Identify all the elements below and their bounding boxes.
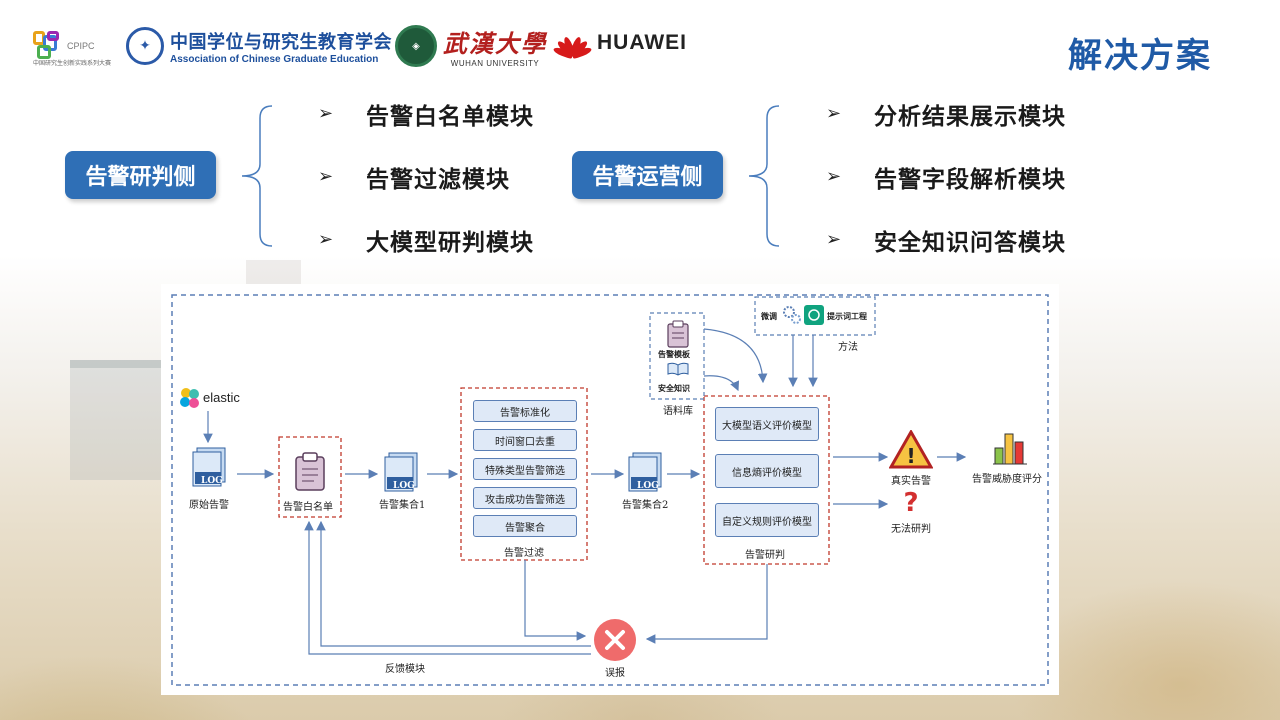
huawei-petals-icon: [552, 28, 593, 60]
set2-label: 告警集合2: [622, 500, 669, 511]
list-item: ➢ 大模型研判模块: [318, 208, 534, 271]
arrow-bullet-icon: ➢: [826, 103, 842, 124]
left-module-list: ➢ 告警白名单模块 ➢ 告警过滤模块 ➢ 大模型研判模块: [318, 82, 534, 271]
page-title: 解决方案: [1068, 36, 1212, 76]
module-label: 告警白名单模块: [366, 103, 534, 130]
cpipc-logo: CPIPC 中国研究生创新实践系列大赛: [33, 22, 112, 72]
right-module-list: ➢ 分析结果展示模块 ➢ 告警字段解析模块 ➢ 安全知识问答模块: [826, 82, 1066, 271]
acge-logo: ✦ 中国学位与研究生教育学会 Association of Chinese Gr…: [126, 27, 392, 65]
raw-alerts-label: 原始告警: [189, 500, 229, 511]
huawei-logo: HUAWEI: [552, 28, 687, 60]
log-badge: LOG: [201, 476, 223, 486]
prompt-eng-label: 提示词工程: [827, 311, 867, 321]
whu-name-en: WUHAN UNIVERSITY: [450, 59, 540, 68]
judge-custom-rule-model: 自定义规则评价模型: [715, 503, 819, 537]
module-label: 安全知识问答模块: [874, 229, 1066, 256]
cpipc-mark-icon: [33, 31, 63, 63]
acge-seal-icon: ✦: [126, 27, 164, 65]
list-item: ➢ 告警字段解析模块: [826, 145, 1066, 208]
cpipc-subtitle: 中国研究生创新实践系列大赛: [33, 60, 112, 67]
whu-name-cn: 武漢大學: [443, 29, 547, 58]
acge-name-cn: 中国学位与研究生教育学会: [170, 31, 392, 53]
feedback-label: 反馈模块: [385, 664, 425, 675]
unjudgeable-label: 无法研判: [891, 524, 931, 535]
arrow-bullet-icon: ➢: [318, 103, 334, 124]
arrow-bullet-icon: ➢: [826, 166, 842, 187]
whitelist-label: 告警白名单: [283, 502, 333, 513]
arrow-bullet-icon: ➢: [318, 166, 334, 187]
log-badge: LOG: [637, 481, 659, 491]
method-title: 方法: [838, 342, 858, 353]
finetune-label: 微调: [761, 311, 777, 321]
log-badge: LOG: [393, 481, 415, 491]
judge-entropy-model: 信息熵评价模型: [715, 454, 819, 488]
threat-score-label: 告警威胁度评分: [972, 474, 1042, 485]
huawei-wordmark: HUAWEI: [597, 31, 687, 54]
filter-step-normalize: 告警标准化: [473, 400, 577, 422]
whu-logo: ◈ 武漢大學 WUHAN UNIVERSITY: [395, 24, 547, 68]
alert-operation-side-label: 告警运营侧: [572, 151, 723, 199]
diagram-lines: [171, 294, 1049, 686]
arrow-bullet-icon: ➢: [318, 229, 334, 250]
filter-title: 告警过滤: [504, 548, 544, 559]
solution-flow-diagram: elastic LOG 原始告警 告警白名单 LOG 告警集合1 告警标准化 时…: [161, 284, 1059, 695]
cpipc-name: CPIPC: [67, 41, 95, 52]
list-item: ➢ 分析结果展示模块: [826, 82, 1066, 145]
set1-label: 告警集合1: [379, 500, 426, 511]
right-brace: [748, 105, 780, 247]
module-label: 分析结果展示模块: [874, 103, 1066, 130]
knowledge-label: 安全知识: [658, 383, 690, 393]
elastic-label: elastic: [203, 390, 240, 405]
list-item: ➢ 告警白名单模块: [318, 82, 534, 145]
judge-semantic-model: 大模型语义评价模型: [715, 407, 819, 441]
filter-step-attack-success: 攻击成功告警筛选: [473, 487, 577, 509]
judge-title: 告警研判: [745, 550, 785, 561]
filter-step-dedup: 时间窗口去重: [473, 429, 577, 451]
corpus-title: 语料库: [663, 406, 693, 417]
alert-judgment-side-label: 告警研判侧: [65, 151, 216, 199]
list-item: ➢ 告警过滤模块: [318, 145, 534, 208]
list-item: ➢ 安全知识问答模块: [826, 208, 1066, 271]
acge-name-en: Association of Chinese Graduate Educatio…: [170, 53, 379, 65]
false-positive-label: 误报: [605, 668, 625, 679]
elastic-logo-icon: [179, 387, 201, 409]
left-brace: [241, 105, 273, 247]
module-label: 告警过滤模块: [366, 166, 510, 193]
module-label: 告警字段解析模块: [874, 166, 1066, 193]
svg-text:?: ?: [903, 488, 918, 517]
module-label: 大模型研判模块: [366, 229, 534, 256]
template-label: 告警模板: [658, 349, 690, 359]
real-alert-label: 真实告警: [891, 476, 931, 487]
whu-seal-icon: ◈: [395, 25, 437, 67]
filter-step-special-type: 特殊类型告警筛选: [473, 458, 577, 480]
arrow-bullet-icon: ➢: [826, 229, 842, 250]
filter-step-aggregate: 告警聚合: [473, 515, 577, 537]
svg-text:!: !: [906, 444, 915, 468]
